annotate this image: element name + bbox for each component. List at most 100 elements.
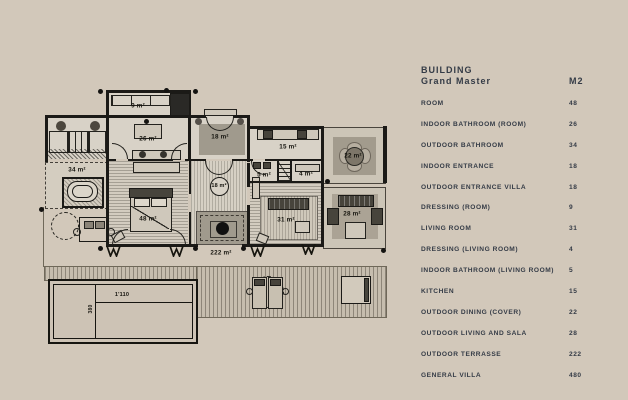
plant-icon xyxy=(169,246,184,257)
wall xyxy=(290,160,292,182)
row-value: 9 xyxy=(569,204,574,212)
column-dot xyxy=(39,207,44,212)
wall xyxy=(185,158,206,161)
plant-icon xyxy=(106,246,121,257)
room-label-dress4: 4 m² xyxy=(299,170,313,178)
wall xyxy=(247,163,250,187)
row-label: OUTDOOR BATHROOM xyxy=(421,141,504,149)
stair-diagonal xyxy=(277,160,291,181)
planting-strip xyxy=(47,149,106,159)
room-label-living28: 28 m² xyxy=(343,210,361,218)
side-table xyxy=(295,221,310,233)
room-label-bathroom26: 26 m² xyxy=(139,135,157,143)
entrance-circle xyxy=(210,177,229,196)
bath-table xyxy=(134,124,162,139)
bathtub-inner xyxy=(72,185,93,198)
floor-plan: 1'110 380 xyxy=(39,88,387,344)
row-label: INDOOR BATHROOM (ROOM) xyxy=(421,120,527,128)
row-value: 28 xyxy=(569,329,578,337)
terrace-edge xyxy=(43,207,44,267)
table-row: DRESSING (ROOM)9 xyxy=(421,203,585,224)
row-value: 18 xyxy=(569,183,578,191)
dining-table xyxy=(345,147,364,166)
row-value: 34 xyxy=(569,141,578,149)
row-value: 22 xyxy=(569,308,578,316)
wall xyxy=(383,126,387,183)
row-value: 222 xyxy=(569,350,582,358)
row-label: OUTDOOR DINING (COVER) xyxy=(421,308,522,316)
hall-rug-border xyxy=(200,215,244,241)
coffee-table xyxy=(345,222,366,239)
row-label: INDOOR ENTRANCE xyxy=(421,162,495,170)
wall xyxy=(232,158,253,161)
row-label: INDOOR BATHROOM (LIVING ROOM) xyxy=(421,267,555,275)
pool-width-label: 380 xyxy=(88,304,94,314)
plant-icon xyxy=(301,244,316,255)
table-row: OUTDOOR DINING (COVER) 22 xyxy=(421,308,585,329)
room-label-dining22: 22 m² xyxy=(344,152,362,160)
room-label-entrance18: 18 m² xyxy=(211,133,229,141)
wall xyxy=(242,244,324,247)
row-value: 4 xyxy=(569,246,574,254)
outdoor-chair xyxy=(84,221,94,229)
building-subtitle: Grand Master xyxy=(421,76,492,86)
row-label: ROOM xyxy=(421,100,444,107)
wall xyxy=(250,181,321,183)
outdoor-sofa xyxy=(338,195,374,207)
wall xyxy=(247,205,250,246)
hall-table xyxy=(216,222,229,235)
column-dot xyxy=(381,248,386,253)
knob xyxy=(282,288,289,295)
basin xyxy=(139,151,146,158)
room-label-bedroom48: 48 m² xyxy=(139,215,157,223)
column-dot xyxy=(98,246,103,251)
wardrobe xyxy=(111,95,171,106)
pool-lane-line xyxy=(95,285,96,338)
room-label-entrance-circle: 18 m² xyxy=(211,183,227,189)
bed-headboard xyxy=(129,188,173,198)
room-label-bath5: 5 m² xyxy=(257,171,271,179)
hall-rug xyxy=(196,211,248,245)
wall xyxy=(45,115,48,162)
wall xyxy=(188,212,191,245)
plant-icon xyxy=(250,246,265,257)
column-dot xyxy=(241,246,246,251)
wall xyxy=(265,158,321,161)
kitchen-appliance xyxy=(263,130,273,139)
wall xyxy=(247,126,324,129)
dressing-shelf xyxy=(295,164,320,172)
room-label-dressing: 9 m² xyxy=(131,102,145,110)
row-value: 480 xyxy=(569,371,582,379)
bed-fold-line xyxy=(131,206,169,229)
outdoor-shower xyxy=(51,212,79,240)
outdoor-chair xyxy=(95,221,105,229)
lounger-pillow xyxy=(254,279,265,286)
pool-inner-edge xyxy=(53,284,193,339)
round-sink xyxy=(90,121,100,131)
basin xyxy=(160,151,167,158)
row-label: LIVING ROOM xyxy=(421,225,472,233)
entrance-planter xyxy=(195,118,202,125)
entrance-planter xyxy=(237,118,244,125)
wall xyxy=(45,115,206,118)
row-value: 5 xyxy=(569,267,574,275)
column-dot xyxy=(193,89,198,94)
lounger-pillow xyxy=(270,279,281,286)
row-label: KITCHEN xyxy=(421,288,455,296)
column-dot xyxy=(164,88,169,93)
table-row: INDOOR BATHROOM (LIVING ROOM) 5 xyxy=(421,266,585,287)
table-row: OUTDOOR BATHROOM 34 xyxy=(421,141,585,162)
table-row: INDOOR BATHROOM (ROOM)26 xyxy=(421,120,585,141)
row-label: DRESSING (LIVING ROOM) xyxy=(421,246,519,254)
knob xyxy=(246,288,253,295)
outdoor-bathroom xyxy=(45,162,108,209)
outdoor-living-pavilion xyxy=(323,187,386,249)
hall-table-frame xyxy=(210,221,237,238)
living-sofa xyxy=(268,198,309,210)
wall xyxy=(247,115,250,162)
wall xyxy=(106,115,109,246)
